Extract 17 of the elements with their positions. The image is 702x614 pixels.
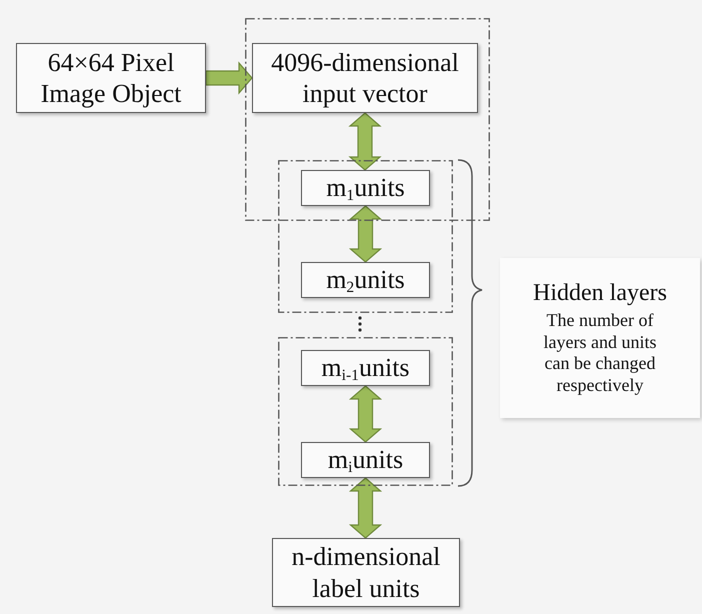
note-heading: Hidden layers: [533, 279, 667, 308]
dashed-group-frame: [278, 337, 453, 486]
block-arrow: [348, 205, 382, 263]
layer-box: n-dimensional label units: [272, 538, 460, 607]
layer-box: 64×64 Pixel Image Object: [16, 43, 206, 113]
block-arrow: [205, 61, 253, 95]
layer-box: m$_{i-1}$units: [301, 350, 430, 386]
dashed-group-frame: [278, 160, 453, 313]
block-arrow: [348, 385, 382, 443]
note-text: The number of layers and units can be changed respectively: [542, 310, 658, 397]
block-arrow: [348, 112, 382, 171]
block-arrow: [348, 477, 382, 539]
layer-box: m$_{i}$units: [301, 442, 430, 478]
layer-box: 4096-dimensional input vector: [252, 43, 478, 113]
layer-box: m$_{1}$units: [301, 170, 430, 206]
note-card: [500, 258, 700, 418]
layer-box: m$_{2}$units: [301, 262, 430, 298]
